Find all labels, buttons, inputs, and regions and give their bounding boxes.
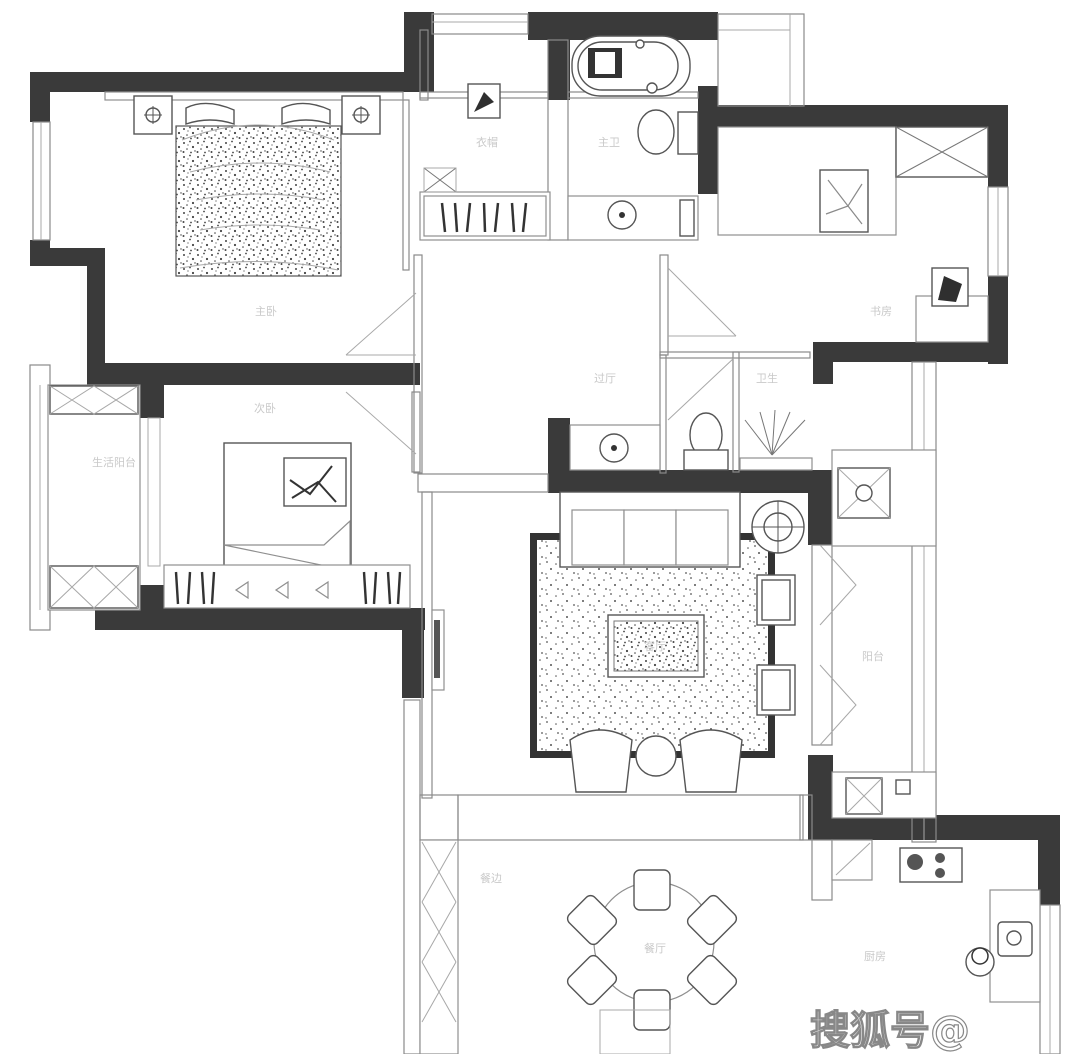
master-bath: 主卫 xyxy=(567,35,699,241)
room-label-study: 书房 xyxy=(870,305,892,318)
corridor: 过厅 xyxy=(345,267,737,455)
room-label-dining-side: 餐边 xyxy=(480,871,502,885)
room-label-kitchen: 厨房 xyxy=(864,950,886,963)
second-bedroom: 次卧 xyxy=(163,401,411,609)
cloakroom: 衣帽 xyxy=(419,83,551,241)
walls xyxy=(30,12,1060,905)
room-label-master-bedroom: 主卧 xyxy=(255,305,277,318)
kitchen: 厨房 xyxy=(831,839,1041,1003)
living-room: 客厅 xyxy=(431,491,805,793)
study: 书房 xyxy=(717,126,989,343)
master-bedroom: 主卧 xyxy=(104,91,404,318)
room-label-east-balcony: 阳台 xyxy=(862,649,884,663)
guest-bath: 卫生 xyxy=(569,371,813,471)
room-label-dining-room: 餐厅 xyxy=(644,941,666,955)
partitions xyxy=(29,13,1061,1054)
room-label-cloakroom: 衣帽 xyxy=(476,135,498,149)
watermark-text: 搜狐号@ xyxy=(810,1008,970,1054)
east-balcony: 阳台 xyxy=(819,449,937,819)
room-label-second-bedroom: 次卧 xyxy=(254,401,276,415)
room-label-corridor: 过厅 xyxy=(594,372,616,385)
room-label-master-bath: 主卫 xyxy=(598,136,620,149)
room-label-west-balcony: 生活阳台 xyxy=(92,455,136,469)
dining-room: 餐边 餐厅 xyxy=(419,839,738,1054)
west-balcony: 生活阳台 xyxy=(47,384,161,611)
room-label-living-room: 客厅 xyxy=(644,639,666,653)
room-label-guest-bath: 卫生 xyxy=(756,371,778,385)
